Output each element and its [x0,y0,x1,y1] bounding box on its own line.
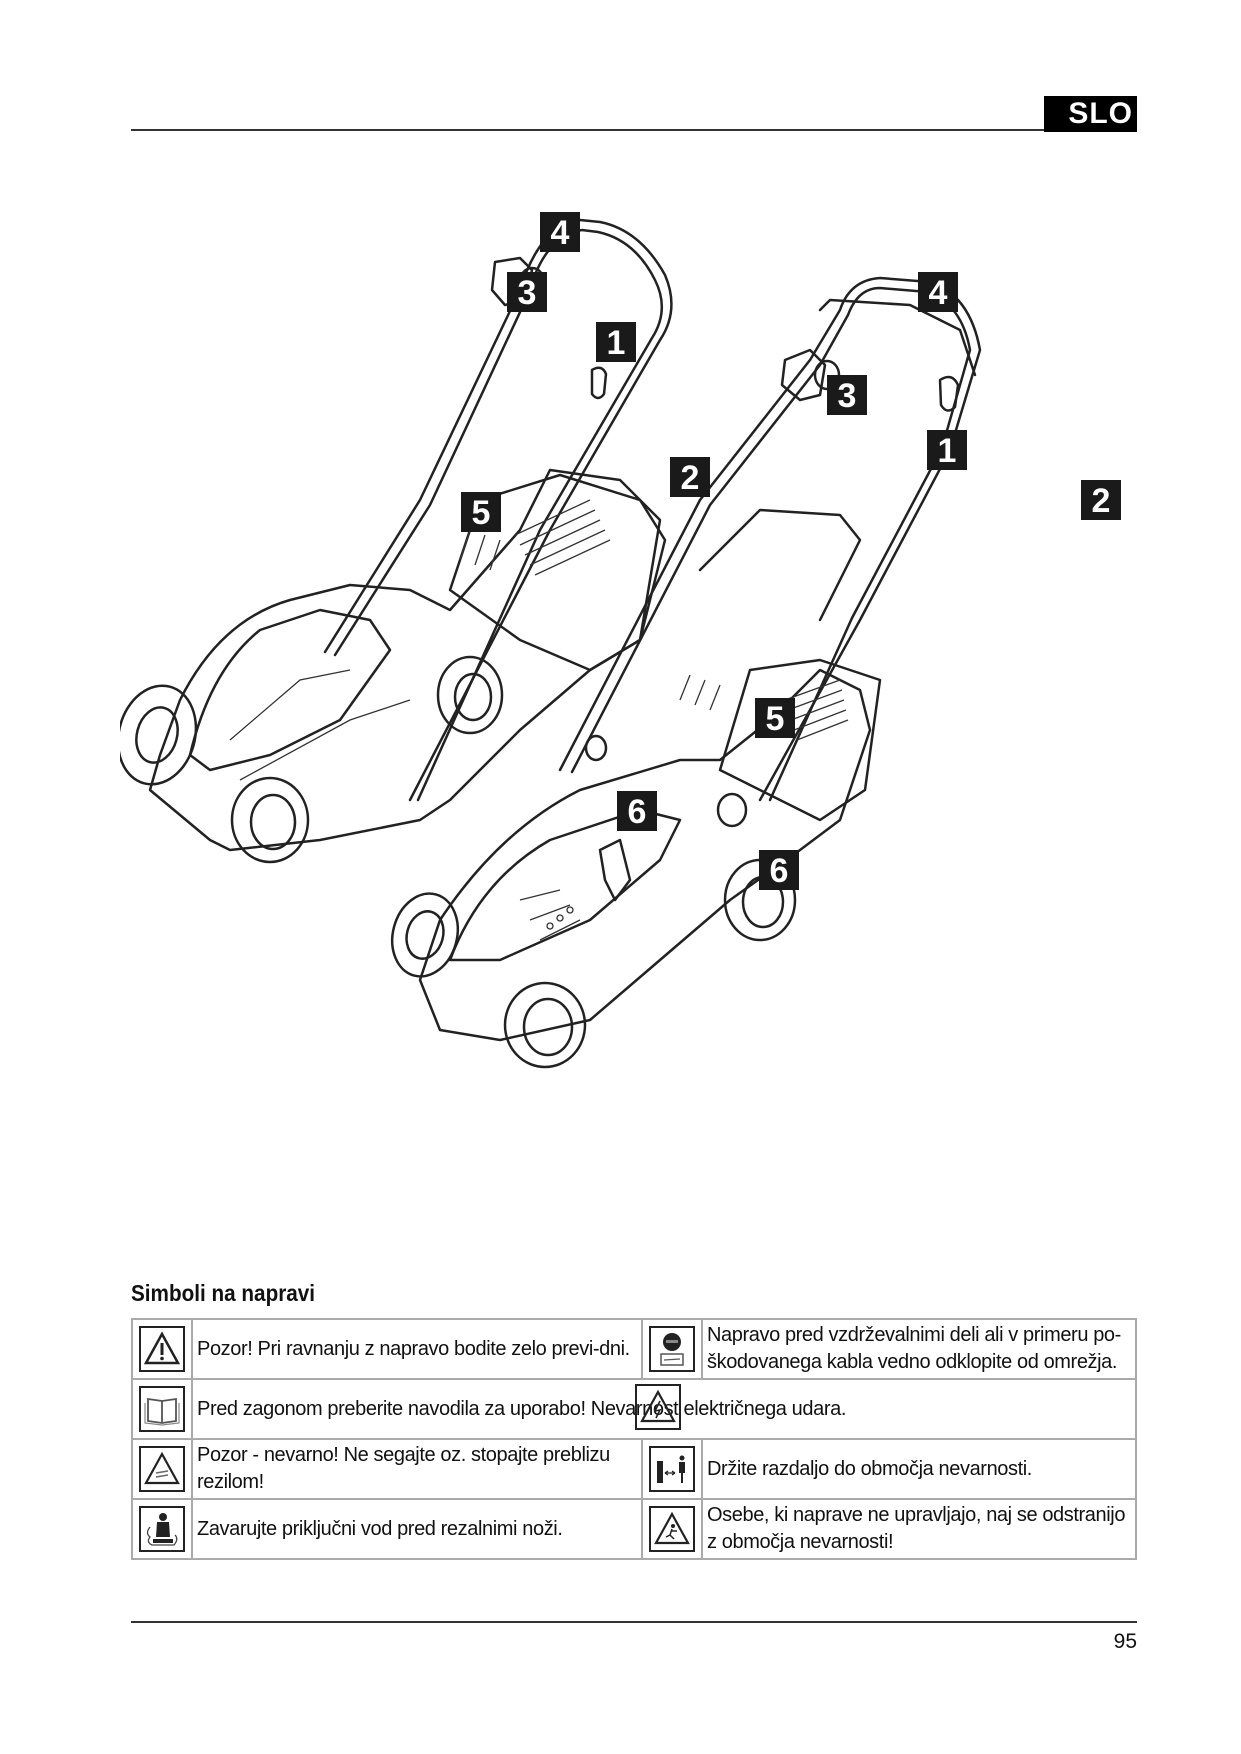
electric-shock-warning-icon [635,1384,681,1430]
table-row: Pozor - nevarno! Ne segajte oz. stopajte… [131,1438,1137,1500]
symbols-heading: Simboli na napravi [131,1280,316,1306]
symbol-description: Zavarujte priključni vod pred rezalnimi … [191,1498,643,1560]
callout-right-6a: 6 [617,791,657,831]
icon-cell [131,1378,193,1440]
callout-right-4: 4 [918,272,958,312]
read-manual-icon [139,1386,185,1432]
icon-cell [641,1498,703,1560]
read-manual-text: Pred zagonom preberite navodila za upora… [197,1397,846,1420]
symbol-description: Pozor! Pri ravnanju z napravo bodite zel… [191,1318,643,1380]
symbol-description: Pred zagonom preberite navodila za upora… [191,1378,1137,1440]
symbol-description: Napravo pred vzdrževalnimi deli ali v pr… [701,1318,1137,1380]
left-mower [120,218,673,864]
right-mower-details [519,674,849,941]
left-mower-details [229,499,611,781]
symbol-description: Osebe, ki naprave ne upravljajo, naj se … [701,1498,1137,1560]
table-row: Pozor! Pri ravnanju z napravo bodite zel… [131,1318,1137,1380]
symbols-table: Pozor! Pri ravnanju z napravo bodite zel… [131,1318,1137,1560]
page-number: 95 [1113,1630,1137,1653]
icon-cell [131,1498,193,1560]
symbol-description: Držite razdaljo do območja nevarnosti. [701,1438,1137,1500]
callout-left-5: 5 [461,492,501,532]
callout-left-4: 4 [540,212,580,252]
bystanders-warning-icon [649,1506,695,1552]
unplug-icon [649,1326,695,1372]
callout-right-2: 2 [1081,480,1121,520]
symbol-description: Pozor - nevarno! Ne segajte oz. stopajte… [191,1438,643,1500]
icon-cell [131,1438,193,1500]
callout-left-2: 2 [670,457,710,497]
language-tag: SLO [1044,96,1137,132]
callout-right-3: 3 [827,375,867,415]
table-row: Zavarujte priključni vod pred rezalnimi … [131,1498,1137,1560]
header-rule [131,129,1046,131]
cable-protection-icon [139,1506,185,1552]
keep-distance-icon [649,1446,695,1492]
right-mower [390,276,982,1069]
lawnmower-illustration: 4 3 1 2 5 4 3 1 2 5 6 6 [120,200,1140,1200]
icon-cell [641,1438,703,1500]
icon-cell [131,1318,193,1380]
footer-rule [131,1621,1137,1623]
table-row: Pred zagonom preberite navodila za upora… [131,1378,1137,1440]
callout-left-1: 1 [596,322,636,362]
callout-left-3: 3 [507,272,547,312]
blade-hazard-icon [139,1446,185,1492]
callout-right-6b: 6 [759,850,799,890]
warning-triangle-icon [139,1326,185,1372]
callout-right-5: 5 [755,698,795,738]
callout-right-1: 1 [927,430,967,470]
icon-cell [641,1318,703,1380]
